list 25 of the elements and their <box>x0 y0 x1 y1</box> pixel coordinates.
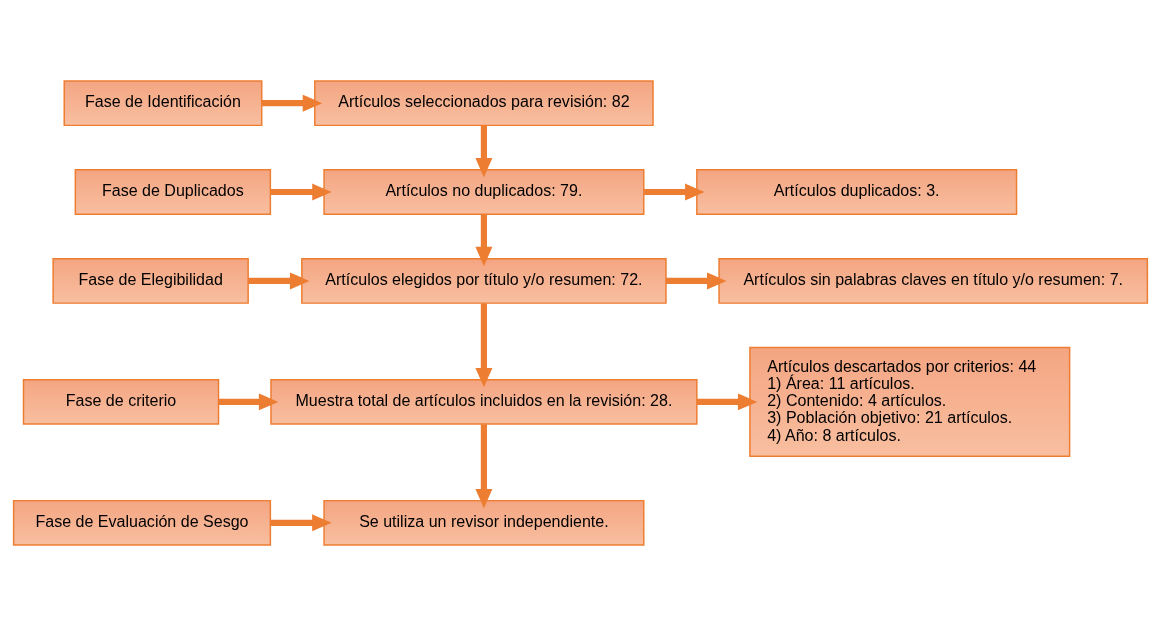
arrow <box>475 125 493 177</box>
node-box: Artículos sin palabras claves en título y/o resumen: 7. <box>718 257 1149 304</box>
node-box: Fase de Evaluación de Sesgo <box>12 499 272 546</box>
node-box: Fase de Duplicados <box>74 168 272 215</box>
arrow <box>666 271 727 289</box>
node-box: Fase de Elegibilidad <box>52 257 249 304</box>
node-box: Muestra total de artículos incluidos en la revisión: 28. <box>270 378 698 425</box>
node-box: Se utiliza un revisor independiente. <box>323 499 645 546</box>
arrow <box>270 513 332 531</box>
arrow <box>262 94 323 112</box>
node-box: Artículos seleccionados para revisión: 82 <box>314 79 654 126</box>
arrow <box>644 183 705 201</box>
node-box: Fase de Identificación <box>63 79 263 126</box>
arrow <box>475 214 493 266</box>
arrow <box>248 271 310 289</box>
node-box: Fase de criterio <box>22 378 220 425</box>
arrow <box>475 423 493 508</box>
node-box: Artículos duplicados: 3. <box>696 168 1018 215</box>
arrow <box>218 392 279 410</box>
arrow <box>696 392 758 410</box>
node-box: Artículos elegidos por título y/o resumen: 72. <box>301 257 667 304</box>
node-box: Artículos descartados por criterios: 44 1) Área: 11 artículos. 2) Contenido: 4 artículos. 3) Población objetivo: 21 artículos. 4) Año: 8 artículos. <box>749 346 1071 457</box>
arrow <box>475 302 493 387</box>
arrow <box>270 183 332 201</box>
node-box: Artículos no duplicados: 79. <box>323 168 645 215</box>
